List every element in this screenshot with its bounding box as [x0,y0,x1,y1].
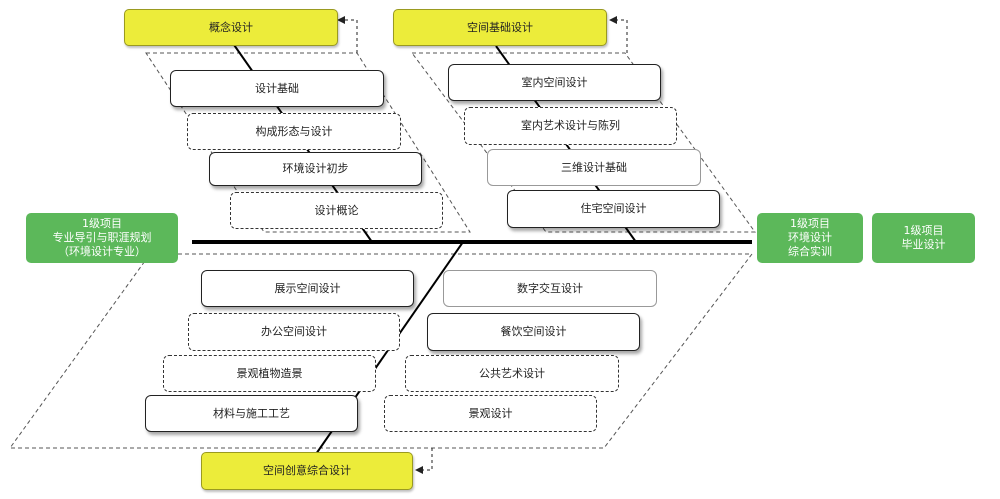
project-graduation-design: 1级项目 毕业设计 [872,213,975,263]
goal-space-creative-design: 空间创意综合设计 [201,452,413,490]
course-environment-intro: 环境设计初步 [209,152,422,186]
course-3d-design-basics: 三维设计基础 [487,149,701,186]
feedback-arrow-concept [337,16,358,53]
goal-concept-design: 概念设计 [124,9,338,46]
course-landscape-planting: 景观植物造景 [163,355,376,392]
region-lower [9,253,754,449]
course-dining-space: 餐饮空间设计 [427,313,640,351]
course-landscape-design: 景观设计 [384,395,597,432]
course-materials-construction: 材料与施工工艺 [145,395,358,432]
project-comprehensive-training: 1级项目 环境设计 综合实训 [757,213,863,263]
course-design-theory: 设计概论 [230,192,443,229]
course-design-basics: 设计基础 [170,70,384,107]
course-exhibition-space: 展示空间设计 [201,270,414,307]
course-interior-space: 室内空间设计 [448,64,661,101]
feedback-arrow-space-basic [609,16,628,53]
course-interior-art-display: 室内艺术设计与陈列 [464,107,677,145]
goal-space-basic-design: 空间基础设计 [393,9,607,46]
course-office-space: 办公空间设计 [188,313,400,351]
course-residential-space: 住宅空间设计 [507,190,720,228]
course-public-art: 公共艺术设计 [405,355,619,392]
course-composition-form: 构成形态与设计 [187,113,401,150]
project-career-guidance: 1级项目 专业导引与职涯规划 （环境设计专业） [26,213,178,263]
course-digital-interaction: 数字交互设计 [443,270,657,307]
feedback-arrow-space-creative [415,448,433,474]
